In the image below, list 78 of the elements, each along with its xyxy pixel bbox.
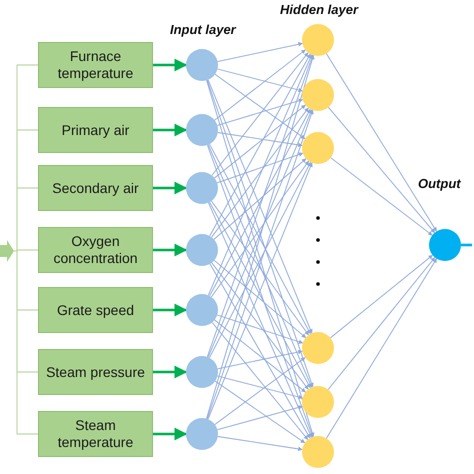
input-variable-box: Steam pressure [38,349,153,395]
arrow [209,144,311,334]
neuron-circle [302,386,334,418]
neuron-circle [186,172,218,204]
arrow [208,109,312,358]
neuron-circle [186,356,218,388]
arrow [216,314,304,344]
neuron-circle [186,234,218,266]
arrow [328,256,436,390]
block-arrow [0,240,14,262]
arrow [214,319,306,393]
arrow [217,350,303,370]
connector-line [14,250,38,252]
connector-line [14,250,38,434]
arrow [212,322,308,440]
connector-line [14,188,38,252]
arrow [214,260,306,338]
arrow [208,79,312,334]
arrow [153,428,188,440]
layer-label: Output [418,176,461,191]
layer-label: Input layer [170,22,236,37]
arrow [214,104,306,178]
arrow [217,376,303,400]
arrow [211,262,309,390]
arrow [153,182,188,194]
arrow [214,74,306,140]
arrow [209,54,311,236]
neuron-circle [186,114,218,146]
arrow [330,254,434,338]
input-variable-box: Secondary air [38,165,153,211]
neuron-circle [302,79,334,111]
arrow [206,54,314,358]
arrow [214,158,306,240]
neuron-circle [302,132,334,164]
arrow [208,162,312,358]
arrow [216,405,304,430]
arrow [210,200,310,336]
arrow [210,160,310,298]
arrow [210,263,310,439]
arrow [326,53,438,232]
arrow [209,202,311,388]
input-variable-box: Furnace temperature [38,42,153,88]
arrow [216,98,304,126]
input-variable-box: Oxygen concentration [38,227,153,273]
neuron-circle [186,294,218,326]
arrow [328,106,436,234]
neuron-circle [186,49,218,81]
arrow [326,258,438,439]
neuron-circle [302,332,334,364]
neuron-circle [186,418,218,450]
input-variable-box: Grate speed [38,287,153,333]
arrow [217,132,303,148]
input-variable-box: Steam temperature [38,411,153,457]
neuron-circle [429,229,461,261]
arrow [217,68,303,92]
arrow [153,244,188,256]
arrow [153,124,188,136]
arrow [211,52,309,176]
arrow [208,202,312,438]
arrow [209,108,311,296]
neuron-circle [302,436,334,468]
neuron-circle [302,24,334,56]
layer-label: Hidden layer [280,2,358,17]
arrow [208,144,312,388]
arrow [211,107,309,238]
arrow [216,152,304,184]
arrow [208,54,312,296]
arrow [214,49,306,121]
input-variable-box: Primary air [38,107,153,153]
arrow [214,380,306,444]
arrow [214,357,306,425]
connector-line [461,244,472,246]
arrow [217,42,303,62]
arrow [153,304,188,316]
arrow [153,366,188,378]
arrow [153,58,188,72]
arrow [217,436,303,452]
arrow [330,157,433,236]
